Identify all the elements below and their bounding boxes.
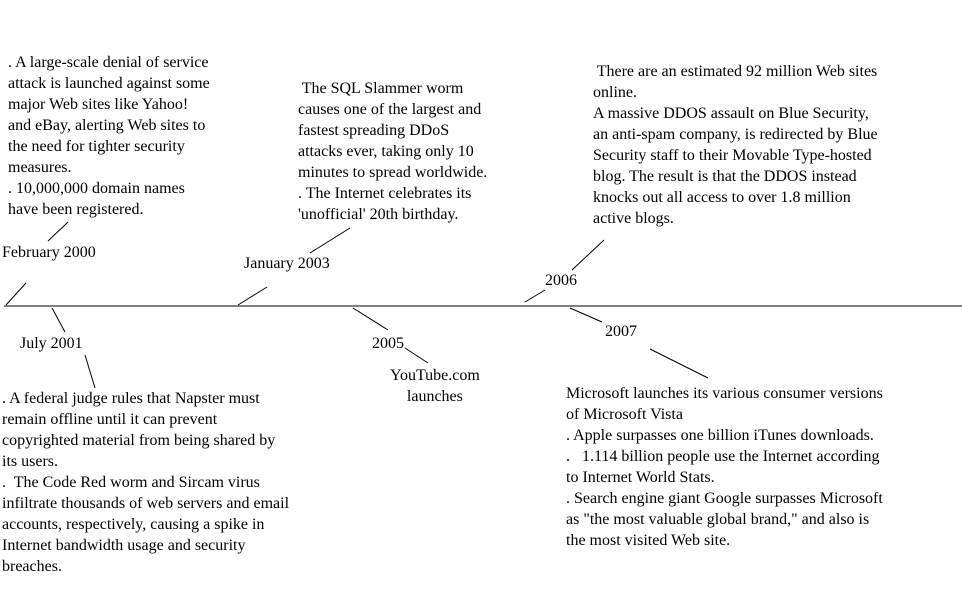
connector-jul2001-axis [51,307,66,333]
connector-2006-text [571,239,605,271]
event-2006-text: There are an estimated 92 million Web si… [593,63,878,227]
event-2007-text: Microsoft launches its various consumer … [566,385,883,549]
connector-2007-text [649,348,709,379]
connector-2006-axis [524,289,546,303]
connector-2007-axis [569,307,603,323]
event-feb2000-text: . A large-scale denial of service attack… [8,54,210,218]
event-jan2003-date: January 2003 [244,255,330,272]
connector-feb2000-text [47,221,69,242]
event-2007-date: 2007 [605,323,637,340]
connector-feb2000-axis [5,282,27,306]
event-2005-date: 2005 [372,335,404,352]
event-2006-date: 2006 [545,272,577,289]
connector-jan2003-text [309,227,351,254]
connector-2005-text [404,347,429,364]
connector-2005-axis [352,307,389,331]
event-jul2001-date: July 2001 [20,335,83,352]
connector-jul2001-text [84,354,96,389]
event-jul2001-text: . A federal judge rules that Napster mus… [2,390,290,575]
event-2005-text: YouTube.com launches [390,367,480,405]
connector-jan2003-axis [237,286,268,306]
event-feb2000-date: February 2000 [2,244,96,261]
event-jan2003-text: The SQL Slammer worm causes one of the l… [298,80,488,223]
